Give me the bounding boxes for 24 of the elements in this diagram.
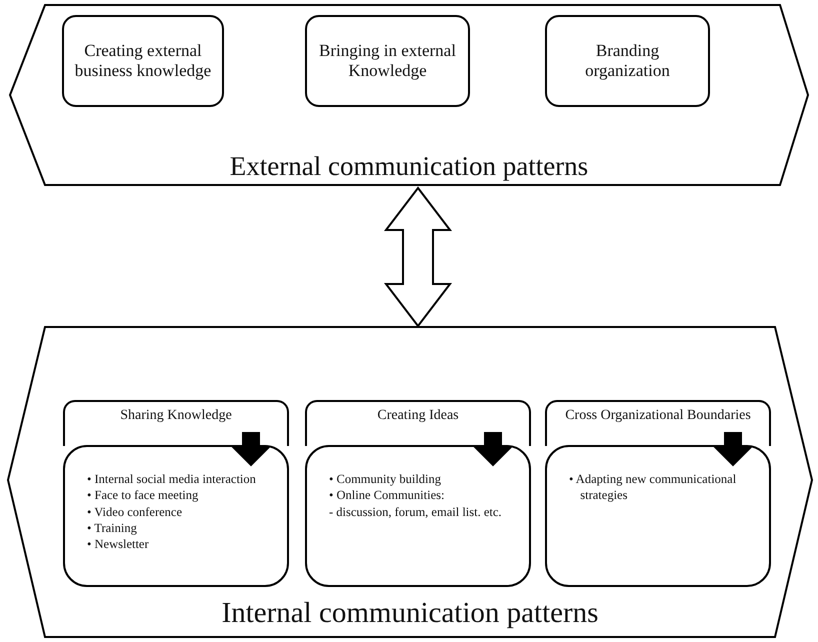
header-tab: Creating Ideas [305, 400, 531, 446]
bullet-item: • Video conference [87, 504, 184, 520]
double-block-arrow [384, 186, 452, 328]
rounded-box: Bringing in external Knowledge [305, 15, 470, 107]
rounded-box: Branding organization [545, 15, 710, 107]
header-tab: Cross Organizational Boundaries [545, 400, 771, 446]
panel-title: Internal communication patterns [222, 597, 598, 629]
rounded-box: Creating external business knowledge [62, 15, 224, 107]
bullet-item: • Newsletter [87, 536, 150, 552]
bullet-item: • Training [87, 520, 138, 536]
content-box [305, 445, 531, 587]
panel-title: External communication patterns [230, 151, 588, 181]
solid-block-arrow [472, 432, 514, 466]
solid-block-arrow [712, 432, 754, 466]
solid-block-arrow [230, 432, 272, 466]
bullet-item: • Community building [329, 471, 442, 488]
bullet-item: • Adapting new communicational strategies [569, 471, 738, 504]
bullet-item: • Online Communities: [329, 487, 446, 504]
content-box [545, 445, 771, 587]
bullet-item: • Face to face meeting [87, 487, 200, 504]
bullet-item: - discussion, forum, email list. etc. [329, 504, 503, 520]
bullet-item: • Internal social media interaction [87, 471, 257, 488]
content-box [63, 445, 289, 587]
header-tab: Sharing Knowledge [63, 400, 289, 446]
